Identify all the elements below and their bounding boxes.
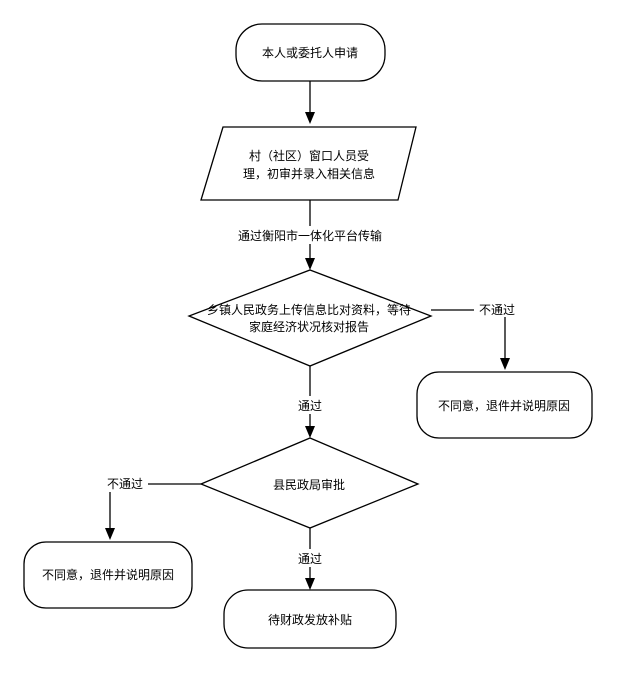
end-label: 待财政发放补贴 bbox=[268, 612, 352, 627]
arrowhead bbox=[105, 528, 115, 540]
edge-label-bg bbox=[226, 226, 396, 244]
start-label: 本人或委托人申请 bbox=[262, 46, 358, 60]
reject-label-2: 不同意，退件并说明原因 bbox=[42, 567, 174, 582]
arrowhead bbox=[500, 358, 510, 370]
village-label-line2: 理，初审并录入相关信息 bbox=[243, 166, 375, 181]
reject-node-2 bbox=[23, 541, 193, 609]
edge-label-no-pass-1: 不通过 bbox=[479, 303, 515, 317]
town-decision-node bbox=[187, 269, 433, 367]
end-node bbox=[223, 589, 397, 649]
arrowhead bbox=[305, 578, 315, 590]
county-label: 县民政局审批 bbox=[273, 477, 345, 492]
edge-town-reject1 bbox=[431, 309, 506, 360]
village-node bbox=[200, 126, 417, 201]
edge-label-pass-1: 通过 bbox=[298, 399, 322, 413]
reject-node-1 bbox=[416, 371, 593, 439]
town-label-line2: 家庭经济状况核对报告 bbox=[249, 319, 369, 334]
reject-label-1: 不同意，退件并说明原因 bbox=[438, 398, 570, 413]
edge-label-pass-2: 通过 bbox=[298, 552, 322, 566]
edge-label-bg bbox=[292, 549, 328, 567]
edge-label-bg bbox=[474, 301, 520, 317]
arrowhead bbox=[305, 112, 315, 124]
edge-label-bg bbox=[102, 476, 148, 492]
edge-label-no-pass-2: 不通过 bbox=[107, 477, 143, 491]
arrowhead bbox=[305, 426, 315, 438]
town-label-line1: 乡镇人民政务上传信息比对资料，等待 bbox=[207, 302, 411, 317]
village-label-line1: 村（社区）窗口人员受 bbox=[249, 148, 369, 163]
arrowhead bbox=[305, 258, 315, 270]
edge-label-bg bbox=[292, 396, 328, 414]
edge-label-platform: 通过衡阳市一体化平台传输 bbox=[238, 228, 382, 243]
